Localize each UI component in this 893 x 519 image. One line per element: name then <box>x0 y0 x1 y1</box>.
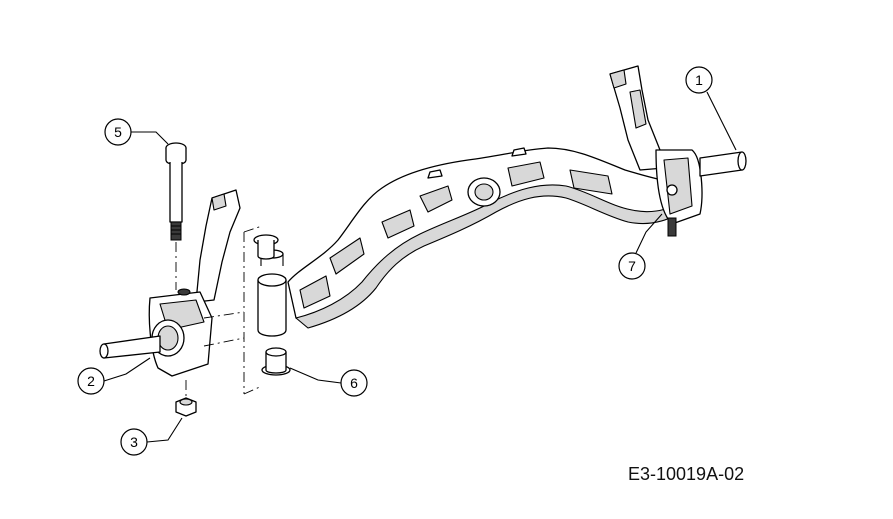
callout-5: 5 <box>104 118 169 146</box>
svg-text:3: 3 <box>130 434 138 450</box>
kingpin-bolt <box>165 142 187 241</box>
bushings <box>253 234 291 376</box>
right-spindle <box>609 65 747 237</box>
callout-6: 6 <box>289 367 368 397</box>
drawing-code: E3-10019A-02 <box>628 464 745 484</box>
svg-text:6: 6 <box>350 375 358 391</box>
svg-text:2: 2 <box>87 373 95 389</box>
callout-7: 7 <box>618 213 663 280</box>
svg-text:5: 5 <box>114 124 122 140</box>
axle-beam <box>257 147 679 337</box>
assembly-lines <box>175 225 263 398</box>
svg-text:7: 7 <box>628 258 636 274</box>
callout-2: 2 <box>77 357 151 395</box>
left-spindle <box>99 189 241 377</box>
callout-3: 3 <box>120 417 183 456</box>
svg-text:1: 1 <box>695 72 703 88</box>
callout-1: 1 <box>685 66 737 151</box>
nut <box>175 397 197 417</box>
